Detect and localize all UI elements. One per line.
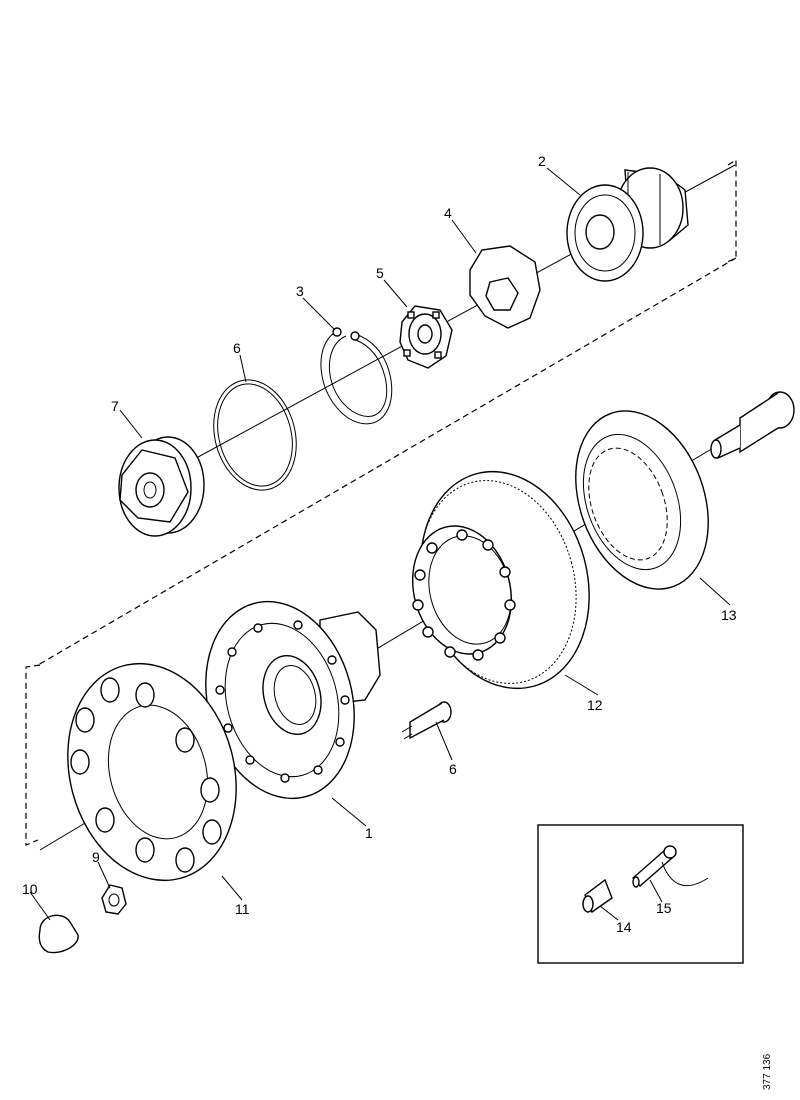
callout-7: 7 bbox=[111, 398, 119, 414]
callout-6-upper: 6 bbox=[233, 340, 241, 356]
leader-lines bbox=[29, 167, 731, 921]
callout-12: 12 bbox=[587, 697, 603, 713]
part-1-wheel-hub bbox=[205, 600, 381, 800]
callout-1: 1 bbox=[365, 825, 373, 841]
callout-3: 3 bbox=[296, 283, 304, 299]
part-15-abs-sensor bbox=[632, 845, 709, 888]
part-5-castle-nut bbox=[399, 305, 453, 369]
callout-4: 4 bbox=[444, 205, 452, 221]
part-8-stud-lower bbox=[401, 701, 452, 740]
callout-13: 13 bbox=[721, 607, 737, 623]
callout-15: 15 bbox=[656, 900, 672, 916]
part-13-tone-ring bbox=[575, 410, 709, 590]
callout-5: 5 bbox=[376, 265, 384, 281]
callout-11: 11 bbox=[235, 901, 250, 917]
disc-bolt-holes bbox=[412, 529, 516, 661]
callout-14: 14 bbox=[616, 919, 632, 935]
callout-6-lower: 6 bbox=[449, 761, 457, 777]
callout-10: 10 bbox=[22, 881, 38, 897]
part-4-lock-washer bbox=[469, 245, 541, 329]
inset-frame bbox=[537, 824, 744, 964]
assembly-frame bbox=[25, 158, 737, 846]
part-11-wheel-ring bbox=[67, 662, 237, 882]
part-14-sensor-sleeve bbox=[582, 878, 613, 914]
callout-9: 9 bbox=[92, 849, 100, 865]
part-12-brake-disc bbox=[411, 470, 590, 690]
callout-labels: 2 4 5 3 6 7 13 12 6 1 11 9 10 14 15 bbox=[22, 153, 737, 935]
part-8-stud-upper bbox=[710, 391, 795, 460]
part-9-wheel-nut bbox=[101, 884, 127, 915]
part-2-bearing bbox=[566, 167, 689, 282]
document-number: 377 136 bbox=[762, 1053, 773, 1090]
part-6-o-ring bbox=[213, 379, 297, 491]
ring-holes bbox=[70, 677, 222, 873]
callout-2: 2 bbox=[538, 153, 546, 169]
part-7-hub-cap bbox=[118, 436, 205, 537]
hub-stud-holes bbox=[215, 620, 350, 783]
part-3-circlip bbox=[320, 327, 393, 425]
part-10-nut-cap bbox=[38, 914, 79, 954]
